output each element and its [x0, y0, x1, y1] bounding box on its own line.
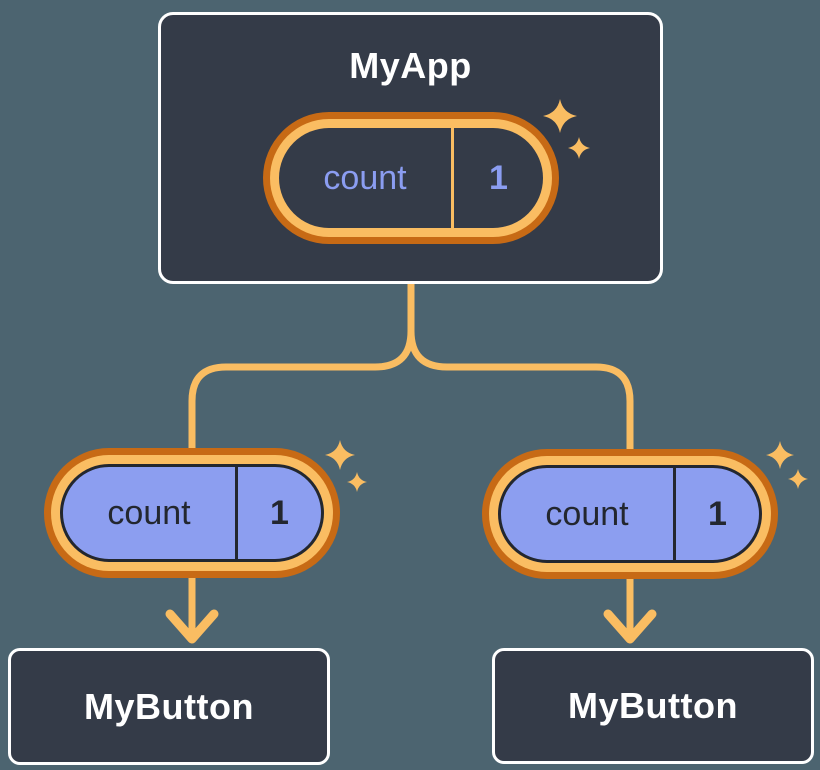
state-pill-left-child: count 1: [44, 448, 340, 578]
state-name: count: [323, 158, 407, 197]
state-pill-right-child: count 1: [482, 449, 778, 579]
arrow-down-icon: [603, 609, 657, 644]
sparkle-icon: [543, 99, 590, 159]
connector-right-branch: [407, 283, 634, 640]
pill-divider: [451, 128, 454, 228]
sparkle-icon: [766, 441, 808, 489]
state-value: 1: [489, 158, 508, 197]
pill-divider: [673, 468, 676, 560]
state-name: count: [107, 493, 191, 532]
sparkle-icon: [325, 440, 367, 492]
state-pill-ring: count 1: [51, 455, 333, 571]
state-value: 1: [708, 494, 727, 533]
pill-divider: [235, 467, 238, 559]
state-pill-ring: count 1: [270, 119, 552, 237]
node-mybutton-label: MyButton: [568, 685, 738, 726]
state-pill-ring: count 1: [489, 456, 771, 572]
state-pill-root: count 1: [263, 112, 559, 244]
state-value: 1: [270, 493, 289, 532]
node-mybutton-left: MyButton: [8, 648, 330, 765]
arrow-down-icon: [165, 609, 219, 644]
node-mybutton-right: MyButton: [492, 648, 814, 764]
node-myapp-label: MyApp: [349, 45, 472, 86]
node-mybutton-label: MyButton: [84, 685, 254, 727]
state-name: count: [545, 494, 629, 533]
